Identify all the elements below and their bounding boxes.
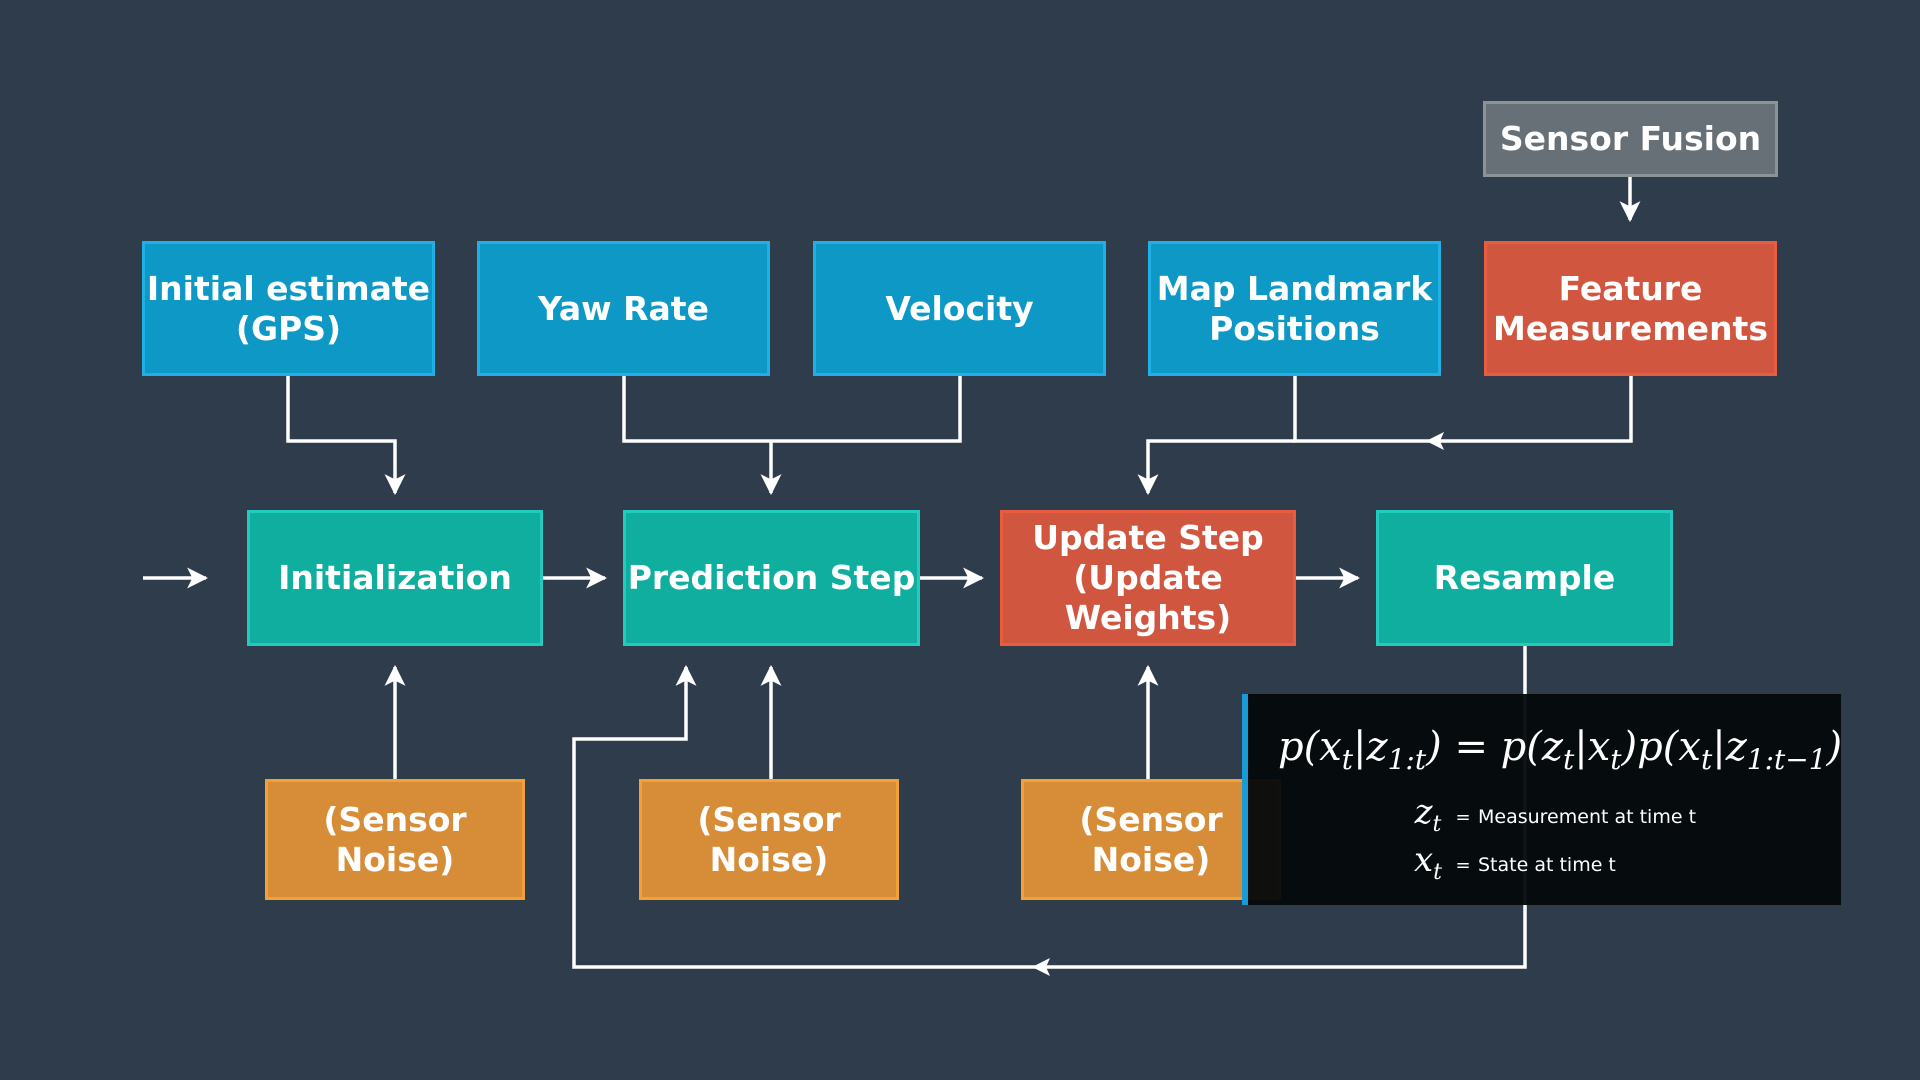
equation-panel: p(xt|z1:t) = p(zt|xt)p(xt|z1:t−1) zt=Mea… (1242, 694, 1843, 905)
initial-estimate-box: Initial estimate (GPS) (142, 241, 435, 376)
arrow-to-update (1137, 439, 1295, 496)
arrow-gps-to-init (286, 376, 406, 496)
map-landmark-positions-box: Map Landmark Positions (1148, 241, 1441, 376)
legend-row-state: xt=State at time t (1408, 840, 1616, 885)
velocity-box: Velocity (813, 241, 1106, 376)
feature-measurements-box: Feature Measurements (1484, 241, 1777, 376)
legend-row-measurement: zt=Measurement at time t (1408, 792, 1696, 837)
legend-var-x: xt (1413, 840, 1443, 885)
legend-desc-state: State at time t (1478, 854, 1616, 876)
legend-var-z: zt (1414, 792, 1442, 837)
sensor-noise-box-1: (Sensor Noise) (265, 779, 525, 900)
connector-yaw-velocity (622, 376, 962, 443)
legend-desc-measurement: Measurement at time t (1478, 806, 1697, 828)
initialization-box: Initialization (247, 510, 543, 646)
resample-box: Resample (1376, 510, 1673, 646)
sensor-noise-box-3: (Sensor Noise) (1021, 779, 1281, 900)
connector-features-to-map (1293, 376, 1633, 443)
feature-flow-arrow (1426, 432, 1444, 450)
update-step-box: Update Step (Update Weights) (1000, 510, 1296, 646)
sensor-fusion-box: Sensor Fusion (1483, 101, 1778, 177)
sensor-noise-box-2: (Sensor Noise) (639, 779, 899, 900)
prediction-step-box: Prediction Step (623, 510, 920, 646)
yaw-rate-box: Yaw Rate (477, 241, 770, 376)
loop-direction-arrow (1032, 958, 1050, 976)
feedback-loop (572, 646, 1527, 969)
bayes-filter-equation: p(xt|z1:t) = p(zt|xt)p(xt|z1:t−1) (1278, 724, 1843, 776)
sensor-fusion-label: Sensor Fusion (1499, 119, 1762, 158)
